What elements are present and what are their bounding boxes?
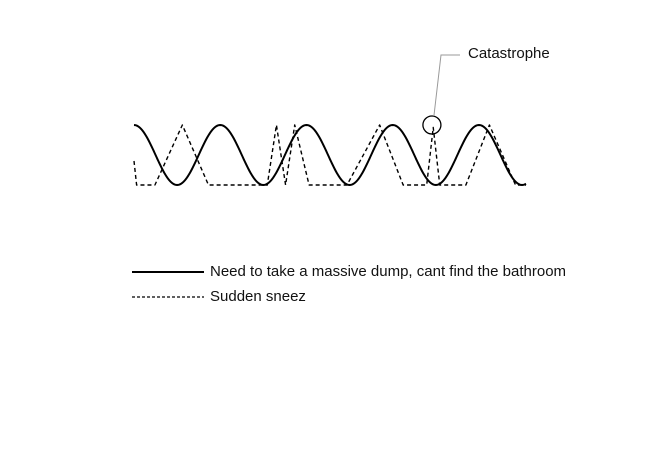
series-line-1 bbox=[133, 124, 526, 186]
legend-label-1: Sudden sneez bbox=[210, 288, 306, 305]
legend-item-1: Sudden sneez bbox=[132, 284, 632, 309]
legend-item-0: Need to take a massive dump, cant find t… bbox=[132, 259, 632, 284]
annotation-leader-line bbox=[433, 54, 460, 117]
annotation-layer bbox=[422, 54, 460, 135]
annotation-catastrophe-label: Catastrophe bbox=[468, 45, 550, 62]
legend: Need to take a massive dump, cant find t… bbox=[132, 259, 632, 309]
plot-area bbox=[133, 124, 527, 186]
series-line-0 bbox=[133, 124, 527, 186]
legend-swatch-dashed bbox=[132, 295, 204, 298]
annotation-marker bbox=[422, 115, 442, 135]
legend-swatch-solid bbox=[132, 270, 204, 273]
legend-label-0: Need to take a massive dump, cant find t… bbox=[210, 263, 567, 280]
